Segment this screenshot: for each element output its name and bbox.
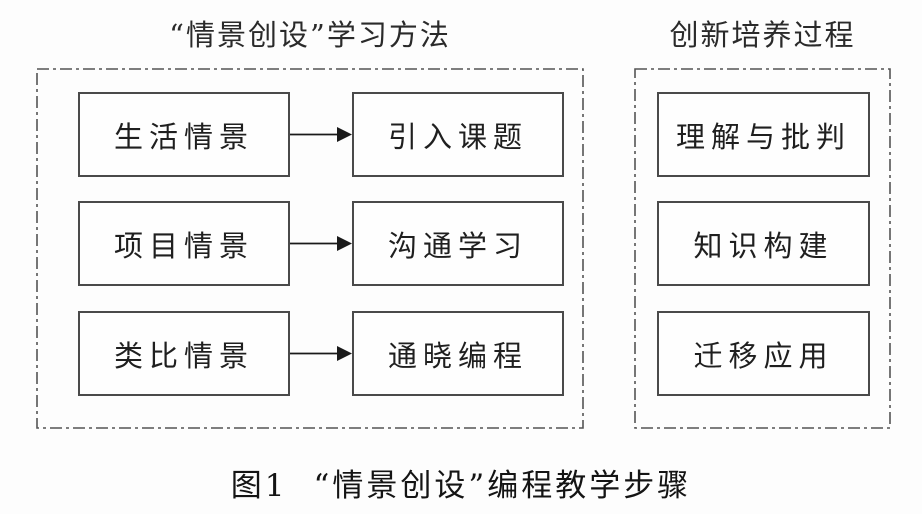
left-panel-dashed-border	[36, 68, 584, 429]
box-communicative-learning: 沟通学习	[352, 201, 564, 286]
arrow-right-icon	[290, 236, 352, 251]
box-project-scene: 项目情景	[78, 201, 290, 286]
right-panel-title: 创新培养过程	[669, 18, 856, 52]
figure-caption-text: “情景创设”编程教学步骤	[313, 468, 692, 504]
box-understanding-critique: 理解与批判	[657, 92, 870, 177]
right-panel-dashed-border	[634, 68, 891, 429]
box-life-scene: 生活情景	[78, 92, 290, 177]
box-master-programming: 通晓编程	[352, 311, 564, 396]
box-knowledge-construction: 知识构建	[657, 201, 870, 286]
left-panel-title: “情景创设”学习方法	[169, 18, 451, 52]
box-transfer-application: 迁移应用	[657, 311, 870, 396]
box-analogy-scene: 类比情景	[78, 311, 290, 396]
box-introduce-topic: 引入课题	[352, 92, 564, 177]
figure-caption: 图1 “情景创设”编程教学步骤	[0, 460, 922, 505]
arrow-right-icon	[290, 346, 352, 361]
arrow-right-icon	[290, 127, 352, 142]
figure-caption-number: 图1	[230, 468, 288, 504]
